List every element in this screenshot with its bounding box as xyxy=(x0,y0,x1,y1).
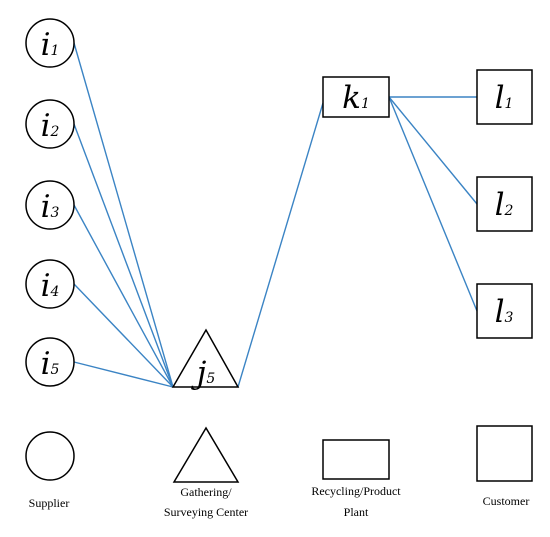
svg-text:l1: l1 xyxy=(495,80,514,116)
node-subscript: 1 xyxy=(361,96,370,112)
legend-plant-label-line2: Plant xyxy=(344,505,369,519)
svg-text:i2: i2 xyxy=(41,108,60,144)
svg-text:l3: l3 xyxy=(495,294,514,330)
legend-customer-label: Customer xyxy=(483,494,530,508)
node-letter: l xyxy=(495,80,505,116)
edge-i1-j5 xyxy=(73,42,174,388)
node-subscript: 3 xyxy=(505,310,514,326)
supplier-circle xyxy=(25,259,75,309)
svg-text:i3: i3 xyxy=(41,189,60,225)
gathering-node-j5: j5 xyxy=(171,328,240,391)
svg-text:l2: l2 xyxy=(495,187,514,223)
supplier-node-i2: i2 xyxy=(25,99,75,149)
edge-k1-l3 xyxy=(388,96,478,312)
legend-customer: Customer xyxy=(476,425,533,508)
legend-plant: Recycling/Product Plant xyxy=(311,439,401,519)
node-letter: i xyxy=(41,27,51,63)
supplier-circle xyxy=(25,18,75,68)
node-letter: l xyxy=(495,294,505,330)
legend-gathering-triangle xyxy=(172,426,240,483)
customer-square xyxy=(476,69,533,125)
node-letter: i xyxy=(41,189,51,225)
node-letter: i xyxy=(41,268,51,304)
supplier-circle xyxy=(25,180,75,230)
node-subscript: 1 xyxy=(51,43,60,59)
edge-j5-k1 xyxy=(237,102,324,388)
supplier-circle xyxy=(25,99,75,149)
legend-supplier: Supplier xyxy=(25,431,75,510)
node-letter: k xyxy=(342,80,361,116)
gathering-triangle xyxy=(171,328,240,388)
svg-text:i4: i4 xyxy=(41,268,60,304)
node-subscript: 4 xyxy=(50,284,60,300)
edges xyxy=(73,42,478,388)
svg-text:i1: i1 xyxy=(41,27,60,63)
customer-square xyxy=(476,283,533,339)
legend-supplier-circle xyxy=(25,431,75,481)
node-subscript: 2 xyxy=(50,124,60,140)
legend: Supplier Gathering/ Surveying Center Rec… xyxy=(25,425,533,519)
edge-k1-l2 xyxy=(388,96,478,205)
plant-rectangle xyxy=(322,76,390,118)
edge-i2-j5 xyxy=(73,123,174,388)
supplier-node-i3: i3 xyxy=(25,180,75,230)
legend-gathering-label-line1: Gathering/ xyxy=(180,485,232,499)
node-subscript: 5 xyxy=(206,371,215,387)
edge-i4-j5 xyxy=(73,283,174,388)
customer-node-l2: l2 xyxy=(476,176,533,232)
supplier-node-i5: i5 xyxy=(25,337,75,387)
supplier-circle xyxy=(25,337,75,387)
node-subscript: 5 xyxy=(51,362,60,378)
edge-i3-j5 xyxy=(73,204,174,388)
legend-supplier-label: Supplier xyxy=(29,496,70,510)
legend-plant-label-line1: Recycling/Product xyxy=(311,484,401,498)
svg-text:i5: i5 xyxy=(41,346,60,382)
legend-gathering-label-line2: Surveying Center xyxy=(164,505,248,519)
plant-node-k1: k1 xyxy=(322,76,390,118)
customer-node-l3: l3 xyxy=(476,283,533,339)
node-subscript: 1 xyxy=(505,96,514,112)
node-letter: i xyxy=(41,108,51,144)
edge-i5-j5 xyxy=(73,361,174,388)
node-subscript: 2 xyxy=(504,203,514,219)
node-letter: i xyxy=(41,346,51,382)
legend-plant-rectangle xyxy=(322,439,390,480)
node-letter: l xyxy=(495,187,505,223)
legend-gathering: Gathering/ Surveying Center xyxy=(164,426,248,519)
legend-customer-square xyxy=(476,425,533,482)
customer-node-l1: l1 xyxy=(476,69,533,125)
svg-text:k1: k1 xyxy=(342,80,370,116)
node-subscript: 3 xyxy=(51,205,60,221)
supplier-node-i4: i4 xyxy=(25,259,75,309)
supplier-node-i1: i1 xyxy=(25,18,75,68)
customer-square xyxy=(476,176,533,232)
